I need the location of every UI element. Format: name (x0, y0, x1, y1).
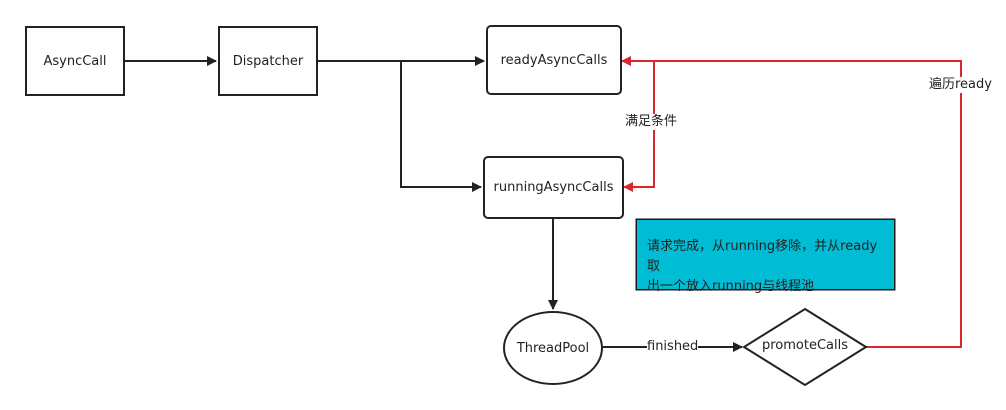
note-line-2: 出一个放入running与线程池 (647, 279, 815, 294)
node-async-call: AsyncCall (25, 26, 125, 96)
node-thread-pool: ThreadPool (503, 311, 603, 385)
edge-promote-to-ready (621, 56, 962, 348)
promote-calls-diamond (742, 307, 868, 387)
label-finished: finished (647, 339, 699, 355)
node-ready-async-calls: readyAsyncCalls (486, 25, 622, 95)
note-box: 请求完成，从running移除，并从ready取 出一个放入running与线程… (636, 219, 895, 294)
label-condition: 满足条件 (625, 114, 678, 130)
label-traverse-ready: 遍历ready (929, 77, 992, 93)
note-line-1: 请求完成，从running移除，并从ready取 (647, 239, 878, 274)
edge-dispatcher-to-running (400, 61, 482, 192)
node-dispatcher: Dispatcher (218, 26, 318, 96)
node-promote-calls-label: promoteCalls (761, 338, 849, 353)
node-running-async-calls: runningAsyncCalls (483, 156, 624, 219)
